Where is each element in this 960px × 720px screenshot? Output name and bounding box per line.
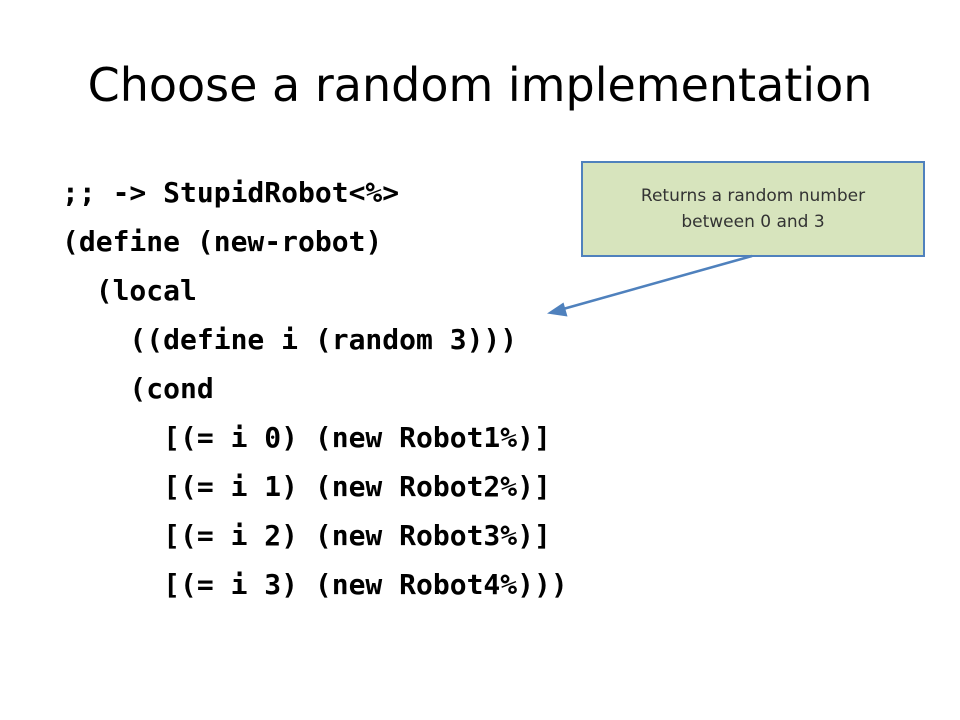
code-line: (cond [62,372,214,405]
code-line: ;; -> StupidRobot<%> [62,176,400,209]
code-line: [(= i 3) (new Robot4%))) [62,568,568,601]
code-block: ;; -> StupidRobot<%> (define (new-robot)… [62,168,568,609]
slide-title: Choose a random implementation [87,58,873,112]
code-line: [(= i 1) (new Robot2%)] [62,470,551,503]
callout-text-line-2: between 0 and 3 [681,212,825,232]
code-line: (local [62,274,197,307]
code-line: [(= i 0) (new Robot1%)] [62,421,551,454]
code-line: ((define i (random 3))) [62,323,518,356]
code-line: (define (new-robot) [62,225,383,258]
callout-box: Returns a random number between 0 and 3 [581,161,925,257]
callout-arrow-line [555,254,753,313]
callout-text-line-1: Returns a random number [640,186,866,206]
code-line: [(= i 2) (new Robot3%)] [62,519,551,552]
